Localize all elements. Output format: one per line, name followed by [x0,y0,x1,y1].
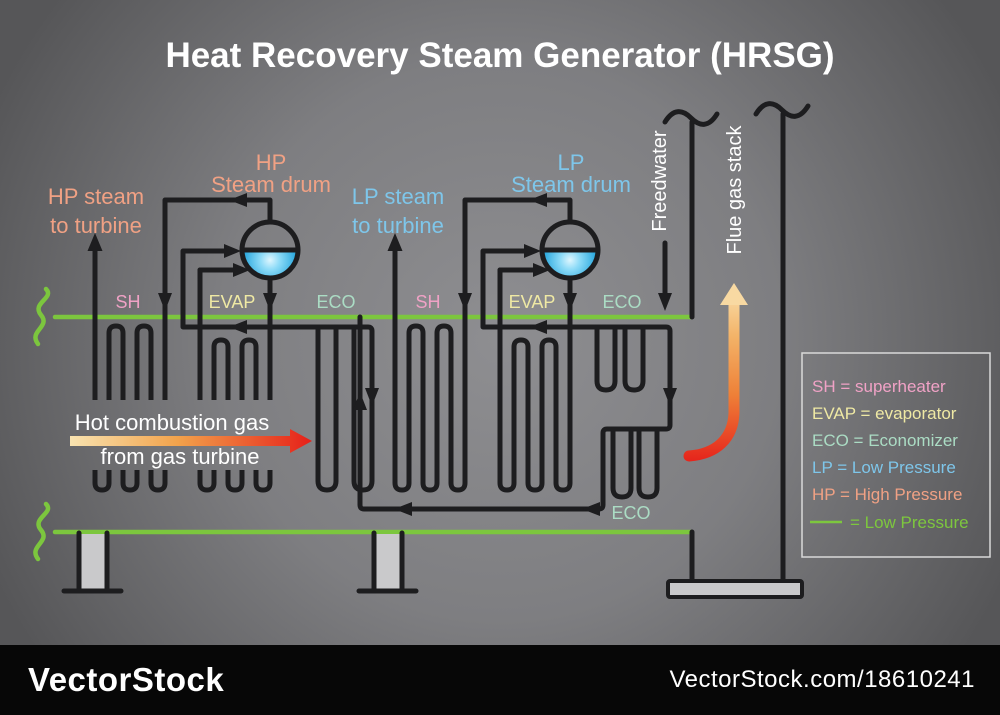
hp-riser-arrow-2 [233,263,250,277]
section-label-eco-bottom: ECO [611,503,650,523]
vectorstock-logo: VectorStock [28,661,225,698]
lp-drum-steam-arrow [529,193,547,207]
hp-drum-steam-arrow [229,193,247,207]
hot-gas-band: Hot combustion gas from gas turbine [66,400,312,470]
lp-drum-label-1: LP [558,150,585,175]
line-break-squiggle-bottom [33,501,51,562]
lp-sh-inlet-arrow [458,293,472,311]
flue-gas-arrowhead [720,283,748,305]
hp-steam-label-2: to turbine [50,213,142,238]
section-label-evap-hp: EVAP [209,292,256,312]
lp-eco-feed-arrow [663,388,677,406]
hp-eco-feed-arrow [365,388,379,406]
eco-return-arrow-2 [582,502,600,516]
stack-break-squiggle-2 [753,101,811,119]
legend-item-lp: LP = Low Pressure [812,458,956,477]
hot-gas-label-2: from gas turbine [101,444,260,469]
hp-piping [87,193,379,493]
lp-drum-label-2: Steam drum [511,172,631,197]
stack-base [666,579,804,599]
hp-steam-label-1: HP steam [48,184,144,209]
lp-drum-water [542,250,598,278]
feedwater-and-stack [658,101,811,599]
lp-steam-up-arrow [387,233,403,251]
flue-gas-arrow [683,298,740,462]
legend: SH = superheater EVAP = evaporator ECO =… [801,352,991,558]
lp-piping [353,193,677,516]
legend-item-sh: SH = superheater [812,377,946,396]
section-labels: SH EVAP ECO SH EVAP ECO ECO [115,292,650,523]
hp-drum-label-1: HP [256,150,287,175]
lp-steam-drum [539,219,601,281]
line-break-squiggle-top [33,286,51,347]
legend-item-eco: ECO = Economizer [812,431,958,450]
lp-header-arrow [529,320,547,334]
footer-bar: VectorStock VectorStock.com/18610241 [0,645,1000,715]
image-reference: VectorStock.com/18610241 [669,666,975,693]
lp-steam-label-2: to turbine [352,213,444,238]
hrsg-diagram: Heat Recovery Steam Generator (HRSG) [0,0,1000,645]
hp-sh-inlet-arrow [158,293,172,311]
section-label-eco-hp: ECO [316,292,355,312]
hp-header-arrow [229,320,247,334]
lp-riser-arrow-2 [533,263,550,277]
legend-item-evap: EVAP = evaporator [812,404,957,423]
feedwater-down-arrow [658,293,672,311]
legend-box [801,352,991,558]
hp-steam-up-arrow [87,233,103,251]
flue-gas-stack-label: Flue gas stack [724,125,746,255]
hp-riser-arrow-1 [224,244,241,258]
lp-riser-arrow-1 [524,244,541,258]
support-columns [61,530,419,594]
hp-drum-water [242,250,298,278]
lp-downcomer-arrow [563,293,577,311]
legend-item-green-line: = Low Pressure [850,513,969,532]
stack-break-squiggle-1 [662,109,720,127]
section-label-sh-hp: SH [115,292,140,312]
section-label-evap-lp: EVAP [509,292,556,312]
eco-return-arrow-1 [394,502,412,516]
section-label-sh-lp: SH [415,292,440,312]
eco-return-up-arrow [353,392,367,410]
hp-steam-drum [239,219,301,281]
hot-gas-label-1: Hot combustion gas [75,410,269,435]
lp-steam-label-1: LP steam [352,184,445,209]
hp-downcomer-arrow [263,293,277,311]
diagram-labels: HP steam to turbine HP Steam drum LP ste… [48,125,746,255]
hot-gas-arrow [70,429,312,453]
legend-item-hp: HP = High Pressure [812,485,962,504]
section-label-eco-lp: ECO [602,292,641,312]
hp-drum-label-2: Steam drum [211,172,331,197]
page-title: Heat Recovery Steam Generator (HRSG) [165,36,834,75]
feedwater-label: Freedwater [649,130,671,231]
